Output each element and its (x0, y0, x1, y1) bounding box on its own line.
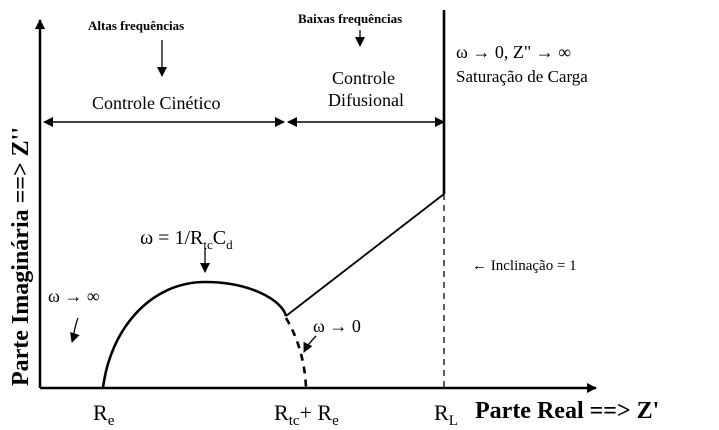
slope-label: ← Inclinação = 1 (472, 258, 577, 274)
omega-infinity-arrow (70, 317, 80, 343)
omega-peak-label: ω = 1/RtcCd (140, 227, 233, 252)
saturation-condition: ω → 0, Z" → ∞ (456, 42, 571, 62)
kinetic-semicircle (101, 280, 288, 389)
omega-zero-label: ω → 0 (313, 316, 361, 336)
kinetic-control-label: Controle Cinético (92, 93, 220, 113)
saturation-label: Saturação de Carga (456, 67, 588, 86)
omega-zero-arrow (303, 335, 317, 353)
y-axis-title: Parte Imaginária ==> Z'' (8, 127, 34, 386)
rl-tick-label: RL (434, 400, 458, 429)
re-tick-label: Re (93, 400, 115, 429)
omega-infinity-label: ω → ∞ (48, 286, 100, 306)
x-axis-title: Parte Real ==> Z' (475, 398, 659, 424)
warburg-line (285, 193, 445, 317)
high-freq-label: Altas frequências (88, 18, 184, 33)
rtc-re-tick-label: Rtc+ Re (274, 400, 339, 429)
diffusion-control-label-line1: Controle (332, 68, 395, 88)
diffusion-control-label-line2: Difusional (328, 90, 404, 110)
semicircle-dashed-end (284, 317, 308, 389)
low-freq-label: Baixas frequências (298, 11, 402, 26)
